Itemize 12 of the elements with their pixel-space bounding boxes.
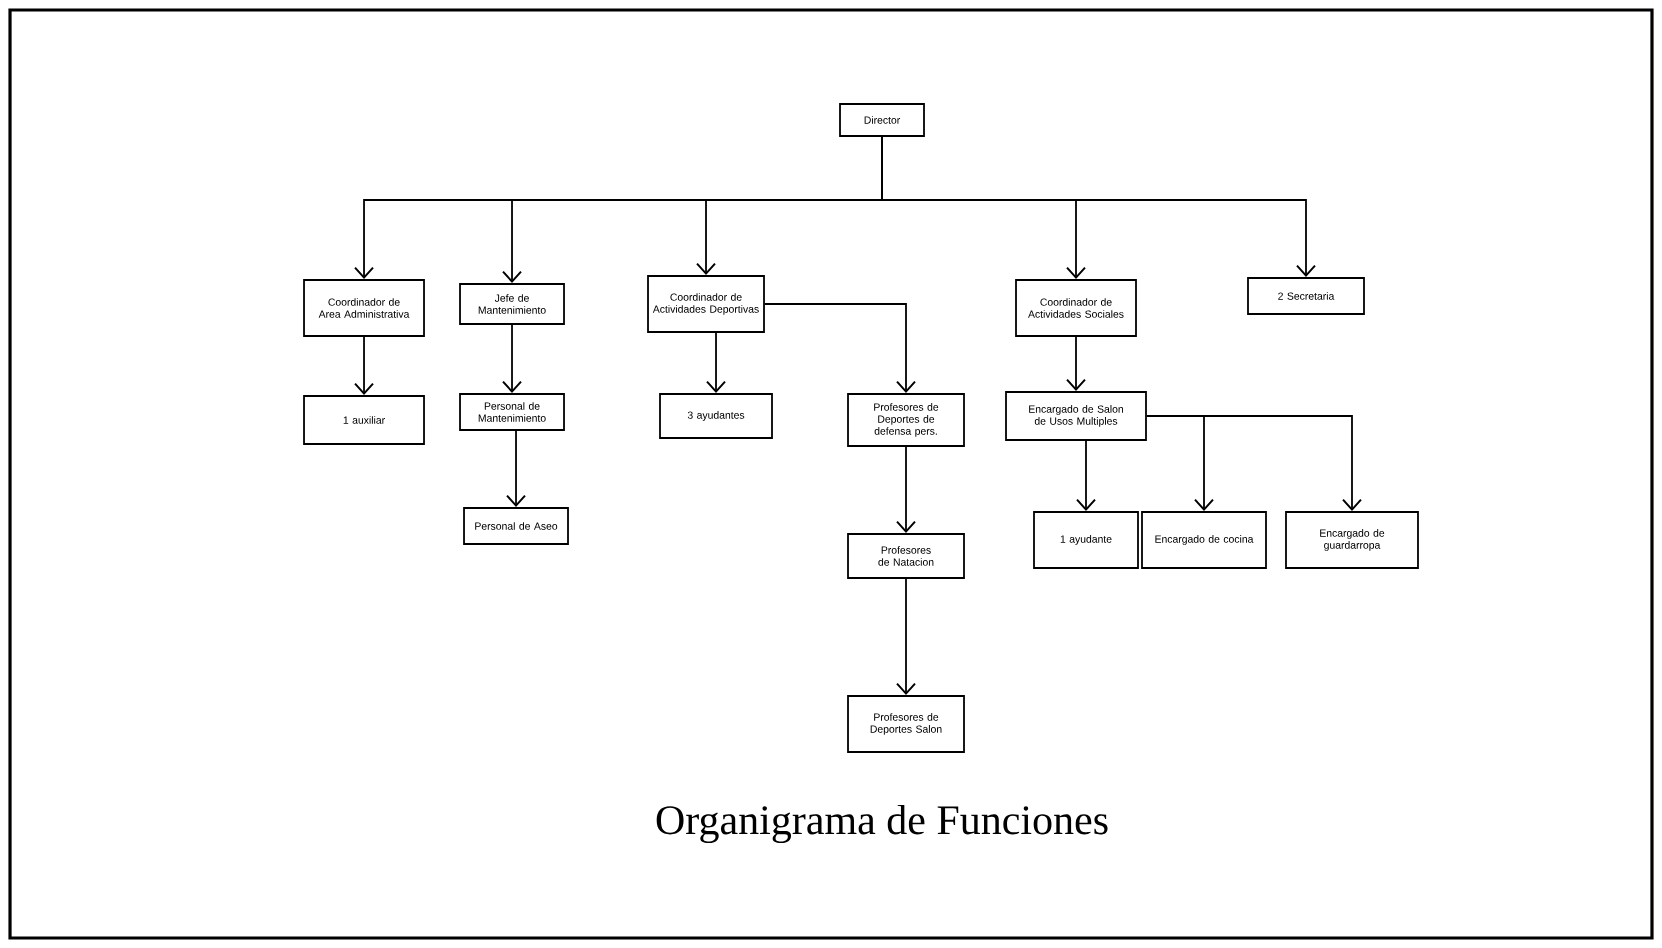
- arrow: [1066, 336, 1086, 392]
- arrow: [506, 430, 526, 508]
- arrow: [896, 578, 916, 696]
- arrow: [354, 336, 374, 396]
- title: Organigrama de Funciones: [656, 804, 1108, 844]
- arrow: [1146, 415, 1362, 512]
- arrow: [706, 332, 726, 394]
- arrow: [502, 324, 522, 394]
- arrow: [1076, 440, 1096, 512]
- arrow: [881, 136, 1316, 278]
- arrow: [764, 303, 916, 394]
- arrow: [896, 446, 916, 534]
